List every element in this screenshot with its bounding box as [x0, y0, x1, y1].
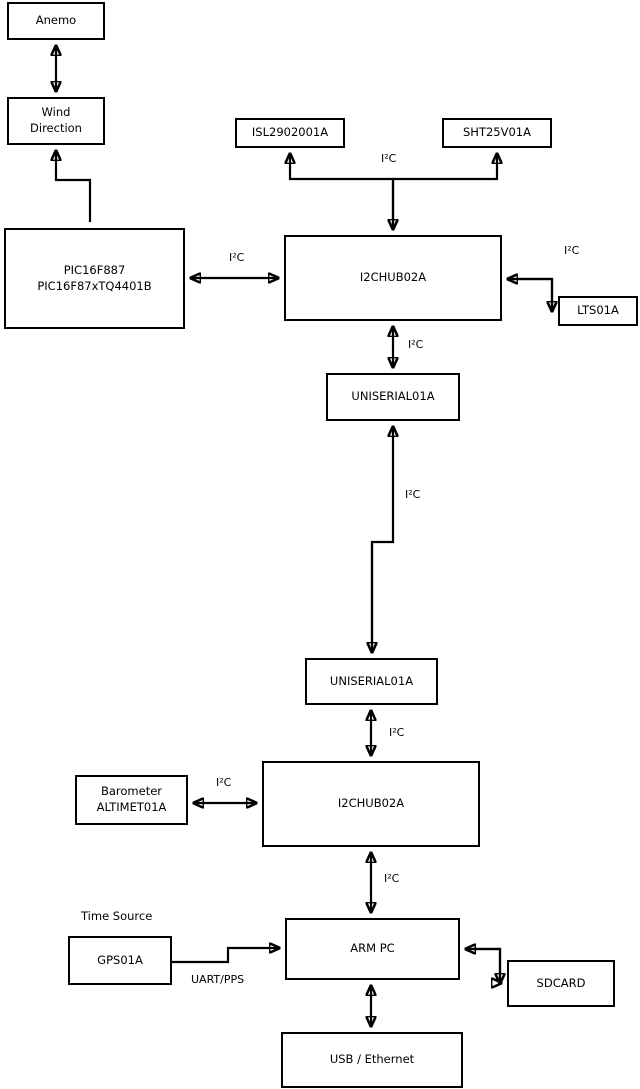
node-lts01a[interactable]: LTS01A [558, 296, 638, 326]
node-wind-direction[interactable]: Wind Direction [7, 97, 105, 145]
edge-uniserial-link [370, 427, 393, 652]
node-usb-ethernet[interactable]: USB / Ethernet [281, 1032, 463, 1088]
edge-label-i2c-hub-lts: I²C [564, 244, 580, 257]
node-i2chub02a-top[interactable]: I2CHUB02A [284, 235, 502, 321]
edge-sdcard-armpc [466, 949, 502, 983]
node-anemo-label: Anemo [35, 13, 77, 28]
node-uniserial01a-lower[interactable]: UNISERIAL01A [305, 658, 438, 705]
edge-lts-hubtop [508, 277, 552, 311]
node-sht25v01a[interactable]: SHT25V01A [442, 118, 552, 148]
node-i2chub02a-bottom-label: I2CHUB02A [337, 796, 405, 811]
node-sdcard-label: SDCARD [536, 975, 586, 990]
label-time-source: Time Source [81, 909, 153, 923]
edge-label-i2c-pic-hub: I²C [229, 251, 245, 264]
edge-label-uart-pps-gps-armpc: UART/PPS [191, 973, 245, 986]
node-sht25v01a-label: SHT25V01A [463, 125, 531, 140]
node-uniserial01a-upper-label: UNISERIAL01A [351, 389, 435, 404]
edge-label-i2c-uniserial-hub: I²C [389, 726, 405, 739]
node-gps01a-label: GPS01A [97, 952, 143, 967]
node-uniserial01a-upper[interactable]: UNISERIAL01A [326, 373, 460, 421]
edge-pic-wind [56, 151, 92, 222]
node-lts01a-label: LTS01A [577, 303, 619, 318]
node-barometer-altimet01a[interactable]: Barometer ALTIMET01A [75, 775, 188, 825]
node-uniserial01a-lower-label: UNISERIAL01A [329, 673, 414, 688]
edge-armpc-sdcard [466, 947, 500, 983]
edge-label-i2c-hub-armpc: I²C [384, 872, 400, 885]
edge-label-i2c-sensors-top: I²C [381, 152, 397, 165]
edge-gps-armpc [172, 948, 279, 964]
edge-label-i2c-barometer-hub: I²C [216, 776, 232, 789]
node-sdcard[interactable]: SDCARD [507, 960, 615, 1007]
node-i2chub02a-top-label: I2CHUB02A [359, 270, 427, 285]
node-i2chub02a-bottom[interactable]: I2CHUB02A [262, 761, 480, 847]
node-usb-ethernet-label: USB / Ethernet [329, 1052, 415, 1067]
edge-bus-sht [393, 154, 497, 181]
node-wind-direction-label: Wind Direction [30, 105, 82, 135]
node-barometer-altimet01a-label: Barometer ALTIMET01A [96, 784, 167, 814]
edge-label-i2c-hub-uniserial: I²C [408, 338, 424, 351]
node-isl2902001a[interactable]: ISL2902001A [235, 118, 345, 148]
node-arm-pc-label: ARM PC [350, 941, 395, 956]
edge-hubtop-bus [290, 154, 395, 229]
edge-label-i2c-uniserial-link: I²C [405, 488, 421, 501]
node-isl2902001a-label: ISL2902001A [251, 125, 329, 140]
node-arm-pc[interactable]: ARM PC [285, 918, 460, 980]
edge-hubtop-lts [508, 279, 554, 311]
node-gps01a[interactable]: GPS01A [68, 936, 172, 985]
node-pic-microcontroller-label: PIC16F887 PIC16F87xTQ4401B [37, 262, 152, 293]
node-anemo[interactable]: Anemo [7, 2, 105, 40]
node-pic-microcontroller[interactable]: PIC16F887 PIC16F87xTQ4401B [4, 228, 185, 329]
